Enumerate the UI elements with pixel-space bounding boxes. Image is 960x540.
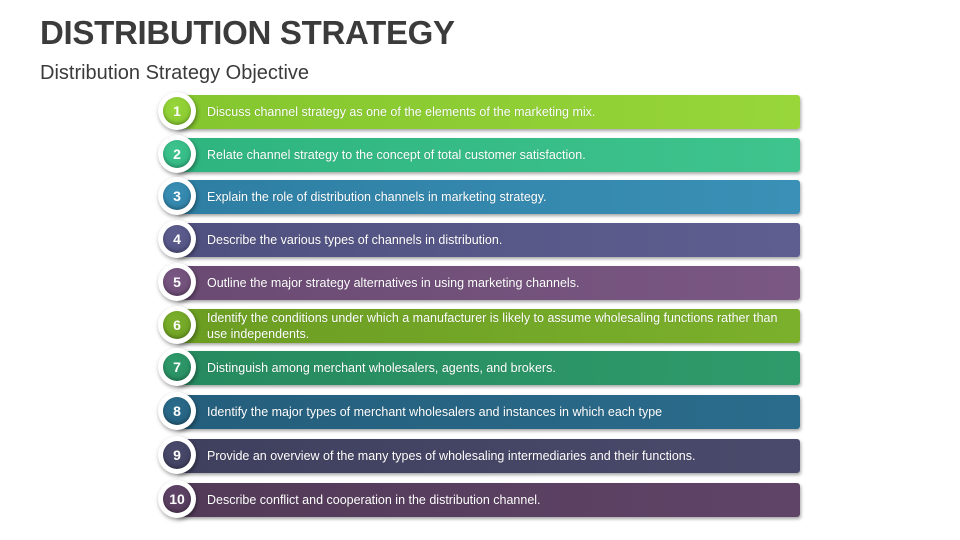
number-badge-circle: 10 [163, 485, 191, 513]
objective-item-5: Outline the major strategy alternatives … [158, 263, 803, 301]
objective-number: 8 [173, 403, 181, 419]
objective-number: 1 [173, 103, 181, 119]
slide-title: DISTRIBUTION STRATEGY [40, 14, 455, 51]
objective-bar: Explain the role of distribution channel… [176, 180, 800, 214]
objective-bar: Describe conflict and cooperation in the… [176, 483, 800, 517]
objective-bar: Identify the conditions under which a ma… [176, 309, 800, 343]
objective-text: Discuss channel strategy as one of the e… [207, 104, 596, 119]
number-badge: 1 [158, 92, 196, 130]
objective-number: 9 [173, 447, 181, 463]
objective-item-1: Discuss channel strategy as one of the e… [158, 92, 803, 130]
objective-item-9: Provide an overview of the many types of… [158, 436, 803, 474]
slide-subtitle: Distribution Strategy Objective [40, 62, 310, 84]
objective-text: Distinguish among merchant wholesalers, … [207, 360, 556, 375]
number-badge-circle: 2 [163, 140, 191, 168]
objective-text: Explain the role of distribution channel… [207, 189, 547, 204]
number-badge: 10 [158, 480, 196, 518]
objective-number: 7 [173, 359, 181, 375]
objective-number: 6 [173, 317, 181, 333]
number-badge-circle: 5 [163, 268, 191, 296]
number-badge: 5 [158, 263, 196, 301]
objective-bar: Identify the major types of merchant who… [176, 395, 800, 429]
objective-item-4: Describe the various types of channels i… [158, 220, 803, 258]
objective-bar: Discuss channel strategy as one of the e… [176, 95, 800, 129]
number-badge: 4 [158, 220, 196, 258]
objective-bar: Relate channel strategy to the concept o… [176, 138, 800, 172]
number-badge-circle: 3 [163, 182, 191, 210]
number-badge-circle: 9 [163, 441, 191, 469]
objective-number: 2 [173, 146, 181, 162]
number-badge: 8 [158, 392, 196, 430]
number-badge: 6 [158, 306, 196, 344]
objective-bar: Outline the major strategy alternatives … [176, 266, 800, 300]
objective-bar: Describe the various types of channels i… [176, 223, 800, 257]
objective-number: 5 [173, 274, 181, 290]
number-badge: 2 [158, 135, 196, 173]
number-badge: 3 [158, 177, 196, 215]
number-badge: 7 [158, 348, 196, 386]
objective-item-2: Relate channel strategy to the concept o… [158, 135, 803, 173]
objective-text: Describe conflict and cooperation in the… [207, 492, 541, 507]
number-badge-circle: 1 [163, 97, 191, 125]
number-badge: 9 [158, 436, 196, 474]
objective-item-7: Distinguish among merchant wholesalers, … [158, 348, 803, 386]
objective-number: 3 [173, 188, 181, 204]
objective-item-10: Describe conflict and cooperation in the… [158, 480, 803, 518]
objective-text: Relate channel strategy to the concept o… [207, 147, 586, 162]
number-badge-circle: 6 [163, 311, 191, 339]
objective-item-3: Explain the role of distribution channel… [158, 177, 803, 215]
objective-item-6: Identify the conditions under which a ma… [158, 306, 803, 344]
objective-text: Describe the various types of channels i… [207, 232, 503, 247]
objective-number: 10 [169, 491, 185, 507]
number-badge-circle: 8 [163, 397, 191, 425]
objective-bar: Provide an overview of the many types of… [176, 439, 800, 473]
objective-text: Identify the conditions under which a ma… [207, 310, 778, 341]
objective-text: Provide an overview of the many types of… [207, 448, 696, 463]
objective-text: Outline the major strategy alternatives … [207, 275, 580, 290]
objective-number: 4 [173, 231, 181, 247]
number-badge-circle: 4 [163, 225, 191, 253]
objective-item-8: Identify the major types of merchant who… [158, 392, 803, 430]
objective-bar: Distinguish among merchant wholesalers, … [176, 351, 800, 385]
objective-text: Identify the major types of merchant who… [207, 404, 663, 419]
number-badge-circle: 7 [163, 353, 191, 381]
